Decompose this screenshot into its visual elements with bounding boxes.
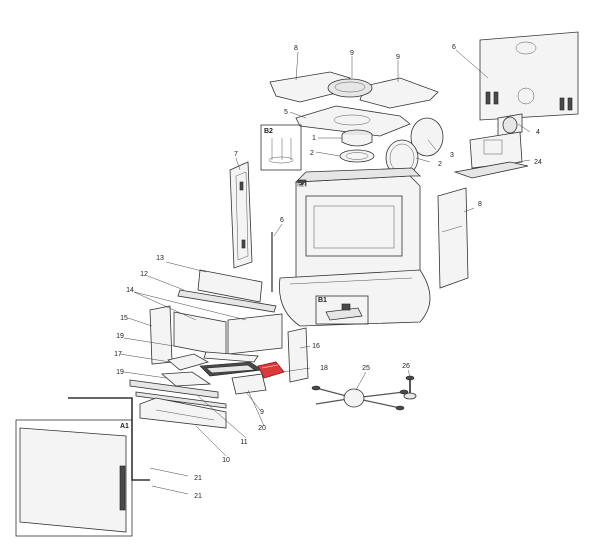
callout-16: 14 xyxy=(126,287,134,294)
top-plate-5 xyxy=(295,105,411,137)
callout-labels: 8 9 9 6 5 1 2 3 2 4 24 7 8 6 13 12 14 15… xyxy=(114,44,542,500)
detail-a1 xyxy=(15,397,150,537)
rail xyxy=(177,289,277,313)
detail-box-labels: B2 B1 A1 F-4 xyxy=(120,128,327,430)
back-brick-right xyxy=(227,313,283,355)
baffle xyxy=(197,269,263,303)
leader-lines xyxy=(119,49,531,495)
back-brick-left xyxy=(173,311,227,357)
callout-22: 21 xyxy=(194,493,202,500)
callout-19-left: 17 xyxy=(114,351,122,358)
stove-base xyxy=(279,269,431,327)
stove-body xyxy=(294,167,421,285)
rear-panel xyxy=(479,31,579,121)
callout-11: 9 xyxy=(260,409,264,416)
callout-10: 9 xyxy=(350,50,354,57)
cover-disc-3 xyxy=(410,117,444,157)
side-brick-left xyxy=(149,305,173,365)
flue-collar xyxy=(341,129,373,147)
callout-13: 11 xyxy=(240,439,247,446)
callout-21-right: 20 xyxy=(258,425,266,432)
callout-8-left: 7 xyxy=(234,151,238,158)
top-plate-right xyxy=(359,77,439,109)
detail-b2 xyxy=(260,124,302,171)
detail-label-a1: A1 xyxy=(120,423,129,430)
callout-9-right: 9 xyxy=(396,54,400,61)
detail-label-b1: B1 xyxy=(318,297,327,304)
brick-20 xyxy=(203,351,259,363)
callout-2-left: 2 xyxy=(310,150,314,157)
callout-23: 21 xyxy=(194,475,202,482)
callout-20: 19 xyxy=(116,333,124,340)
detail-label-b2: B2 xyxy=(264,128,273,135)
brick-21-right xyxy=(231,373,267,395)
callout-4: 4 xyxy=(536,129,540,136)
cradle xyxy=(311,385,409,411)
callout-15: 13 xyxy=(156,255,164,262)
grate xyxy=(199,361,263,377)
callout-7: 6 xyxy=(452,44,456,51)
callout-5: 5 xyxy=(284,109,288,116)
callout-8-right: 8 xyxy=(478,201,482,208)
grate-bar xyxy=(129,379,227,409)
callout-24: 24 xyxy=(534,159,542,166)
side-panel-left xyxy=(229,161,253,269)
side-brick-right xyxy=(287,327,309,383)
detail-b1 xyxy=(315,295,369,325)
top-center-ring xyxy=(327,78,373,98)
callout-21-left: 19 xyxy=(116,369,124,376)
callout-26: 26 xyxy=(402,363,410,370)
callout-3: 3 xyxy=(450,152,454,159)
flue-ring xyxy=(339,149,375,163)
callout-25: 25 xyxy=(362,365,370,372)
detail-label-f4: F-4 xyxy=(298,183,306,189)
side-panel-right xyxy=(437,187,469,289)
callout-18: 16 xyxy=(312,343,320,350)
callout-1: 1 xyxy=(312,135,316,142)
adjuster-foot xyxy=(403,375,417,400)
callout-14: 12 xyxy=(140,271,148,278)
rear-heat-shield xyxy=(453,131,529,179)
callout-9-left: 8 xyxy=(294,45,298,52)
callout-17: 15 xyxy=(120,315,128,322)
callout-6: 6 xyxy=(280,217,284,224)
brick-21-left xyxy=(160,371,212,387)
callout-2-right: 2 xyxy=(438,161,442,168)
brick-19-left xyxy=(167,353,210,371)
callout-12: 10 xyxy=(222,457,230,464)
callout-19-right: 18 xyxy=(320,365,328,372)
ash-pan xyxy=(139,397,227,429)
flue-adaptor xyxy=(497,113,523,137)
